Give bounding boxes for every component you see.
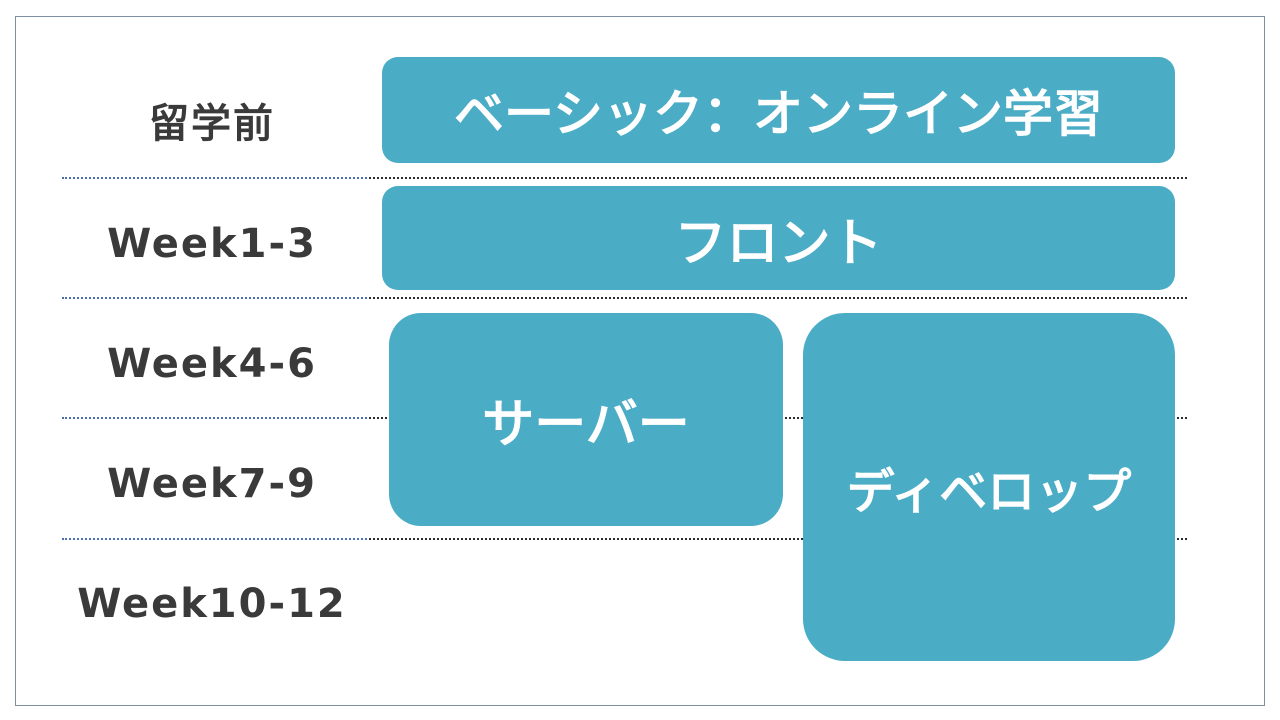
- block-front-label: フロント: [674, 213, 883, 274]
- block-server-label: サーバー: [482, 395, 690, 455]
- block-develop: ディベロップ: [803, 313, 1175, 661]
- block-basic-label: ベーシック：オンライン学習: [454, 85, 1103, 143]
- row-divider: [62, 297, 1187, 299]
- row-divider-left: [62, 538, 367, 540]
- block-develop-label: ディベロップ: [846, 464, 1132, 520]
- row-label-week4-6: Week4-6: [107, 341, 317, 387]
- block-front: フロント: [382, 186, 1175, 290]
- row-divider-left: [62, 177, 367, 179]
- row-label-week7-9: Week7-9: [107, 461, 317, 507]
- block-server: サーバー: [389, 313, 783, 526]
- row-label-week1-3: Week1-3: [107, 221, 317, 267]
- block-basic-online-learning: ベーシック：オンライン学習: [382, 57, 1175, 163]
- row-divider: [62, 538, 1187, 540]
- row-divider: [62, 177, 1187, 179]
- row-divider-left: [62, 297, 367, 299]
- row-label-pre-study: 留学前: [149, 101, 275, 147]
- row-label-week10-12: Week10-12: [77, 581, 347, 627]
- row-divider-left: [62, 417, 367, 419]
